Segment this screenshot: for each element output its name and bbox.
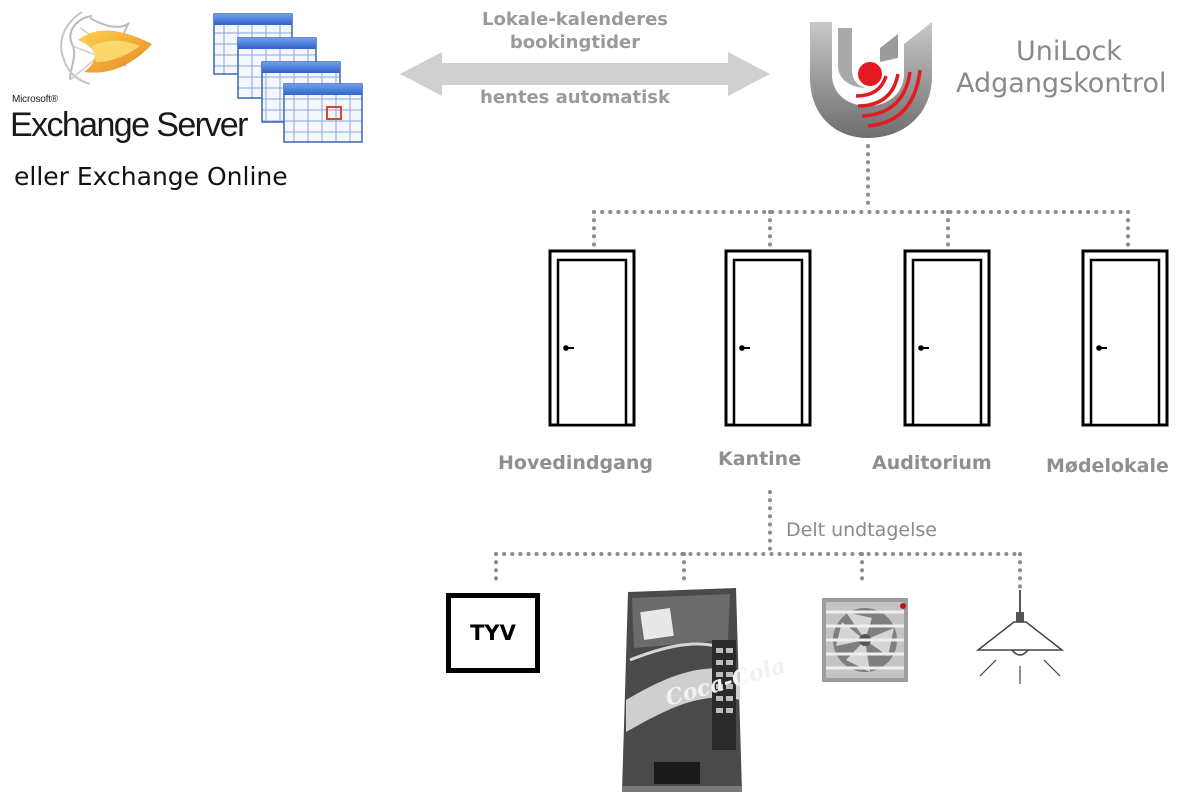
- arrow-label-bottom: hentes automatisk: [480, 87, 670, 108]
- exchange-online-label: eller Exchange Online: [14, 162, 288, 191]
- unilock-name: UniLock: [1016, 36, 1122, 67]
- vending-machine-icon: [622, 588, 742, 792]
- burglar-alarm-label: TYV: [470, 621, 516, 645]
- ceiling-lamp-icon: [975, 590, 1065, 684]
- calendar-stack-icon: [213, 13, 363, 143]
- microsoft-label: Microsoft®: [12, 94, 58, 105]
- door-auditorium-icon: [903, 249, 991, 427]
- shared-exception-label: Delt undtagelse: [786, 519, 937, 541]
- burglar-alarm-box: TYV: [446, 593, 540, 673]
- exchange-server-label: Exchange Server: [10, 106, 248, 144]
- arrow-label-line2: bookingtider: [509, 32, 641, 53]
- door-kantine-icon: [724, 249, 812, 427]
- arrow-label-top: Lokale-kalenderes bookingtider: [420, 8, 730, 54]
- unilock-subtitle: Adgangskontrol: [956, 68, 1167, 99]
- sync-arrow-icon: [400, 52, 770, 96]
- exchange-server-logo-icon: [60, 11, 152, 85]
- arrow-label-line1: Lokale-kalenderes: [481, 9, 668, 30]
- door-modelokale-icon: [1081, 249, 1169, 427]
- ventilation-fan-icon: [822, 598, 908, 682]
- door-label-hovedindgang: Hovedindgang: [498, 452, 654, 474]
- unilock-logo-icon: [810, 22, 932, 138]
- door-label-modelokale: Mødelokale: [1046, 455, 1169, 477]
- door-connection-lines: [592, 144, 1130, 248]
- door-label-kantine: Kantine: [718, 448, 802, 470]
- device-connection-lines: [494, 490, 1022, 592]
- door-hovedindgang-icon: [548, 249, 636, 427]
- door-label-auditorium: Auditorium: [872, 452, 992, 474]
